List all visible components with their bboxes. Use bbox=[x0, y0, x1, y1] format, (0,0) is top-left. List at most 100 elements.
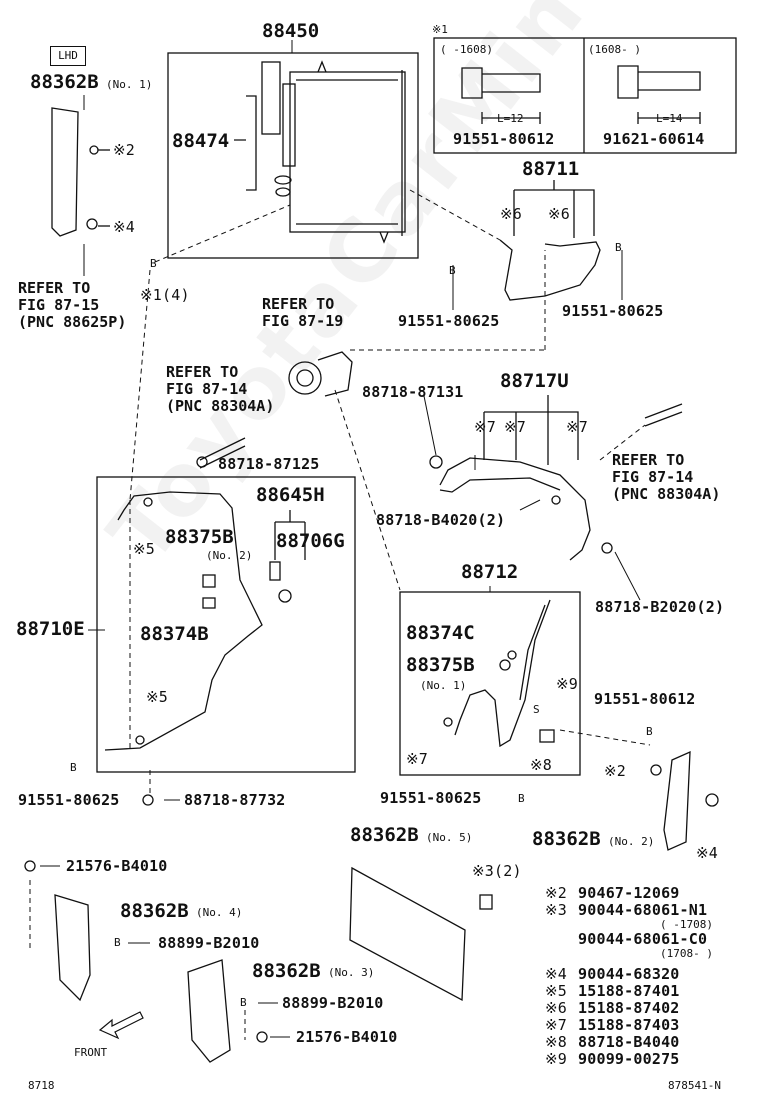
bolt-91551-80625-c[interactable]: 91551-80625 bbox=[18, 791, 120, 809]
mark-1-4: ※1(4) bbox=[140, 286, 190, 304]
b-mark-4: B bbox=[70, 761, 77, 774]
clip-21576-b4010-b[interactable]: 21576-B4010 bbox=[296, 1028, 398, 1046]
legend-part-number[interactable]: 15188-87403 bbox=[578, 1016, 680, 1034]
part-88375b-no2[interactable]: 88375B bbox=[165, 526, 234, 548]
part-88710e[interactable]: 88710E bbox=[16, 618, 85, 640]
refer-fig-87-19[interactable]: REFER TO FIG 87-19 bbox=[262, 295, 344, 330]
mark-2-right: ※2 bbox=[604, 762, 626, 780]
mark-6-b: ※6 bbox=[548, 205, 570, 223]
legend-date-note: ( -1708) bbox=[660, 918, 713, 931]
mark-7-a: ※7 bbox=[474, 418, 496, 436]
plate-no5 bbox=[349, 866, 466, 1002]
bolt-91551-80612[interactable]: 91551-80612 bbox=[453, 130, 555, 148]
bolt-91551-80625-a[interactable]: 91551-80625 bbox=[398, 312, 500, 330]
part-88375b-no1[interactable]: 88375B bbox=[406, 654, 475, 676]
part-88362b-no2-note: (No. 2) bbox=[608, 835, 655, 848]
refer-fig-87-15[interactable]: REFER TO FIG 87-15 (PNC 88625P) bbox=[18, 279, 127, 331]
part-88362b-no5-note: (No. 5) bbox=[426, 831, 473, 844]
receiver-tank bbox=[261, 61, 281, 135]
legend-part-number[interactable]: 15188-87401 bbox=[578, 982, 680, 1000]
legend-part-number[interactable]: 15188-87402 bbox=[578, 999, 680, 1017]
front-arrow bbox=[98, 1011, 144, 1040]
bracket-no2 bbox=[663, 750, 691, 851]
legend-mark: ※2 bbox=[545, 884, 567, 902]
refer-fig-87-14-a[interactable]: REFER TO FIG 87-14 (PNC 88304A) bbox=[166, 363, 275, 415]
legend-part-number[interactable]: 90044-68061-C0 bbox=[578, 930, 708, 948]
mark-7-c: ※7 bbox=[566, 418, 588, 436]
mark-4-right: ※4 bbox=[696, 844, 718, 862]
oring-88718-b4020[interactable]: 88718-B4020(2) bbox=[376, 511, 506, 529]
clip-21576-b4010-a[interactable]: 21576-B4010 bbox=[66, 857, 168, 875]
bolt-91621-60614[interactable]: 91621-60614 bbox=[603, 130, 705, 148]
oring-88718-87732[interactable]: 88718-87732 bbox=[184, 791, 286, 809]
bracket-no4 bbox=[54, 894, 91, 1002]
legend-part-number[interactable]: 90099-00275 bbox=[578, 1050, 680, 1068]
part-88374c[interactable]: 88374C bbox=[406, 622, 475, 644]
part-88706g[interactable]: 88706G bbox=[276, 530, 345, 552]
pipe-88711 bbox=[499, 239, 601, 301]
refer-fig-87-14-b[interactable]: REFER TO FIG 87-14 (PNC 88304A) bbox=[612, 451, 721, 503]
bolt-91551-80625-b[interactable]: 91551-80625 bbox=[562, 302, 664, 320]
b-mark-6: B bbox=[518, 792, 525, 805]
legend-part-number[interactable]: 88718-B4040 bbox=[578, 1033, 680, 1051]
b-mark-8: B bbox=[240, 996, 247, 1009]
mark-6-a: ※6 bbox=[500, 205, 522, 223]
condenser-core bbox=[289, 71, 406, 233]
mark-5-a: ※5 bbox=[133, 540, 155, 558]
part-88362b-no4[interactable]: 88362B bbox=[120, 900, 189, 922]
part-88362b-no1[interactable]: 88362B bbox=[30, 71, 99, 93]
legend-mark: ※3 bbox=[545, 901, 567, 919]
condenser-group-box bbox=[167, 52, 419, 259]
legend-mark: ※8 bbox=[545, 1033, 567, 1051]
bolt-left-length: L=12 bbox=[497, 112, 524, 125]
mark-7-b: ※7 bbox=[504, 418, 526, 436]
bracket-no3 bbox=[187, 959, 231, 1063]
part-88717u[interactable]: 88717U bbox=[500, 370, 569, 392]
part-88712[interactable]: 88712 bbox=[461, 561, 519, 583]
legend-part-number[interactable]: 90044-68061-N1 bbox=[578, 901, 708, 919]
bolt-88899-b2010-b[interactable]: 88899-B2010 bbox=[282, 994, 384, 1012]
part-88711[interactable]: 88711 bbox=[522, 158, 580, 180]
b-mark-1: B bbox=[150, 257, 157, 270]
pipe-88717u bbox=[439, 457, 591, 561]
part-88362b-no3[interactable]: 88362B bbox=[252, 960, 321, 982]
oring-88718-b2020[interactable]: 88718-B2020(2) bbox=[595, 598, 725, 616]
b-mark-3: B bbox=[615, 241, 622, 254]
bolt-variant-box bbox=[433, 37, 737, 154]
bolt-right-range: (1608- ) bbox=[588, 43, 641, 56]
part-88362b-no2[interactable]: 88362B bbox=[532, 828, 601, 850]
oring-88718-87125[interactable]: 88718-87125 bbox=[218, 455, 320, 473]
illustration-number: 878541-N bbox=[668, 1079, 721, 1092]
bolt-88899-b2010-a[interactable]: 88899-B2010 bbox=[158, 934, 260, 952]
part-88374b[interactable]: 88374B bbox=[140, 623, 209, 645]
part-88645h[interactable]: 88645H bbox=[256, 484, 325, 506]
legend-date-note: (1708- ) bbox=[660, 947, 713, 960]
legend-part-number[interactable]: 90044-68320 bbox=[578, 965, 680, 983]
part-88375b-no1-note: (No. 1) bbox=[420, 679, 467, 692]
b-mark-2: B bbox=[449, 264, 456, 277]
bolt-91551-80625-d[interactable]: 91551-80625 bbox=[380, 789, 482, 807]
legend-mark: ※5 bbox=[545, 982, 567, 1000]
b-mark-7: B bbox=[114, 936, 121, 949]
legend-part-number[interactable]: 90467-12069 bbox=[578, 884, 680, 902]
pipe-88710e bbox=[104, 491, 263, 751]
legend-mark: ※7 bbox=[545, 1016, 567, 1034]
hose-88718-87131[interactable]: 88718-87131 bbox=[362, 383, 464, 401]
figure-number: 8718 bbox=[28, 1079, 55, 1092]
pipe-88712 bbox=[454, 599, 551, 748]
mark-2-top: ※2 bbox=[113, 141, 135, 159]
mark-9: ※9 bbox=[556, 675, 578, 693]
part-88362b-no1-note: (No. 1) bbox=[106, 78, 153, 91]
part-88474[interactable]: 88474 bbox=[172, 130, 230, 152]
mark-8: ※8 bbox=[530, 756, 552, 774]
bolt-left-range: ( -1608) bbox=[440, 43, 493, 56]
part-88362b-no4-note: (No. 4) bbox=[196, 906, 243, 919]
legend-mark: ※4 bbox=[545, 965, 567, 983]
part-88450[interactable]: 88450 bbox=[262, 20, 320, 42]
tube-88710e-box bbox=[96, 476, 356, 773]
bolt-91551-80612[interactable]: 91551-80612 bbox=[594, 690, 696, 708]
part-88362b-no5[interactable]: 88362B bbox=[350, 824, 419, 846]
part-88375b-no2-note: (No. 2) bbox=[206, 549, 253, 562]
